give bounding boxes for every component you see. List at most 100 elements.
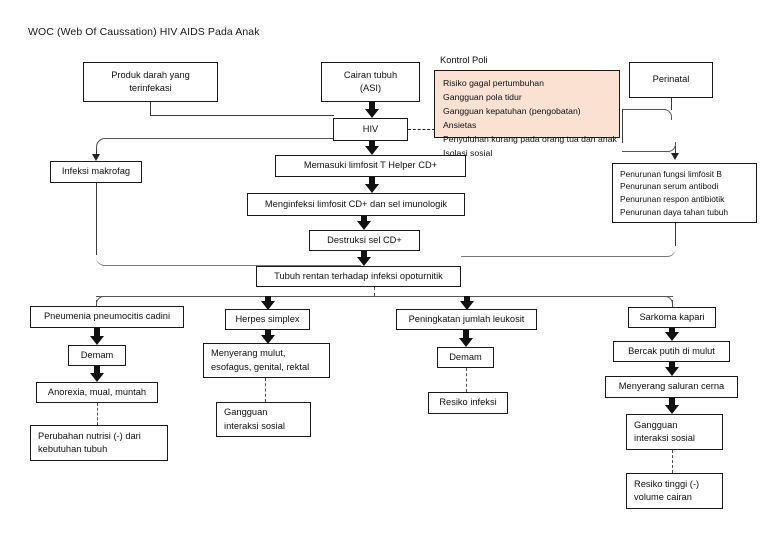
- node-infeksi-makrofag[interactable]: Infeksi makrofag: [50, 161, 142, 183]
- conn-perinatal-elbow: [622, 109, 672, 120]
- node-peningkatan-leukosit-label: Peningkatan jumlah leukosit: [408, 313, 525, 324]
- kontrol-poli-box[interactable]: Risiko gagal pertumbuhan Gangguan pola t…: [434, 70, 620, 158]
- node-menginfeksi-limfosit-label: Menginfeksi limfosit CD+ dan sel imunolo…: [264, 198, 448, 209]
- arrow-herpes-to-menyerang: [260, 330, 276, 344]
- node-anorexia[interactable]: Anorexia, mual, muntah: [36, 382, 158, 403]
- arrow-bercak-to-saluran: [664, 362, 680, 376]
- node-menyerang-mulut[interactable]: Menyerang mulut, esofagus, genital, rekt…: [203, 343, 330, 378]
- node-cairan-tubuh-label: Cairan tubuh (ASI): [343, 69, 398, 93]
- node-tubuh-rentan[interactable]: Tubuh rentan terhadap infeksi opoturniti…: [256, 266, 461, 287]
- node-produk-darah-label: Produk darah yang terinfekasi: [111, 69, 190, 93]
- node-pneumenia[interactable]: Pneumenia pneumocitis cadini: [30, 306, 184, 328]
- conn-hiv-to-makrofag-elbow: [96, 138, 334, 150]
- conn-demam-to-resiko-dashed: [466, 368, 467, 392]
- node-tubuh-rentan-label: Tubuh rentan terhadap infeksi opoturniti…: [274, 270, 443, 281]
- node-produk-darah[interactable]: Produk darah yang terinfekasi: [83, 62, 218, 102]
- conn-produk-v: [150, 102, 152, 116]
- node-bercak-putih-label: Bercak putih di mulut: [628, 345, 715, 356]
- node-demam-mid[interactable]: Demam: [437, 347, 494, 368]
- conn-penurunan-down: [675, 223, 677, 246]
- node-resiko-tinggi[interactable]: Resiko tinggi (-) volume cairan: [626, 473, 723, 509]
- node-destruksi-sel-label: Destruksi sel CD+: [327, 234, 402, 245]
- node-demam-left[interactable]: Demam: [68, 345, 126, 366]
- node-herpes-simplex[interactable]: Herpes simplex: [225, 309, 310, 330]
- kontrol-item-2: Gangguan kepatuhan (pengobatan): [443, 106, 581, 117]
- kontrol-item-0: Risiko gagal pertumbuhan: [443, 78, 544, 88]
- conn-makrofag-v: [96, 149, 98, 155]
- penurunan-item-1: Penurunan serum antibodi: [620, 181, 719, 192]
- node-peningkatan-leukosit[interactable]: Peningkatan jumlah leukosit: [396, 309, 537, 330]
- kontrol-item-1: Gangguan pola tidur: [443, 92, 522, 103]
- arrow-hiv-to-memasuki: [364, 141, 380, 155]
- conn-tubuh-bus-drop: [374, 287, 375, 296]
- arrow-menginfeksi-to-destruksi: [356, 216, 372, 230]
- penurunan-item-2: Penurunan respon antibiotik: [620, 194, 725, 204]
- arrowhead-to-penurunan: [671, 153, 679, 160]
- node-infeksi-makrofag-label: Infeksi makrofag: [61, 166, 131, 177]
- conn-bus-drop-col1: [96, 300, 98, 306]
- arrow-memasuki-to-menginfeksi: [364, 177, 380, 193]
- conn-perinatal-to-penurunan-elbow: [622, 142, 676, 152]
- node-perubahan-nutrisi[interactable]: Perubahan nutrisi (-) dari kebutuhan tub…: [30, 425, 168, 461]
- arrow-saluran-to-gangguan: [664, 398, 680, 414]
- node-hiv-label: HIV: [362, 123, 379, 134]
- kontrol-poli-label: Kontrol Poli: [440, 55, 488, 65]
- penurunan-item-3: Penurunan daya tahan tubuh: [620, 206, 729, 217]
- conn-penurunan-in-v: [675, 146, 677, 154]
- arrow-cairan-to-hiv: [364, 102, 380, 118]
- arrow-leukosit-to-demam: [458, 330, 474, 347]
- conn-bottom-bus: [96, 296, 673, 298]
- conn-bus-drop-col4: [672, 300, 674, 307]
- node-sarkoma-kapari[interactable]: Sarkoma kapari: [628, 307, 716, 328]
- node-demam-left-label: Demam: [80, 349, 114, 360]
- arrow-bus-to-leukosit: [459, 296, 475, 310]
- node-memasuki-limfosit[interactable]: Memasuki limfosit T Helper CD+: [275, 155, 466, 177]
- conn-hiv-kontrol-dashed: [408, 129, 435, 130]
- node-resiko-infeksi-label: Resiko infeksi: [439, 397, 497, 408]
- node-resiko-tinggi-label: Resiko tinggi (-) volume cairan: [634, 478, 700, 502]
- node-sarkoma-kapari-label: Sarkoma kapari: [639, 311, 705, 322]
- arrowhead-to-makrofag: [92, 154, 100, 161]
- node-resiko-infeksi[interactable]: Resiko infeksi: [428, 392, 508, 414]
- conn-perinatal-v: [671, 98, 673, 110]
- node-pneumenia-label: Pneumenia pneumocitis cadini: [43, 311, 171, 322]
- penurunan-item-0: Penurunan fungsi limfosit B: [620, 168, 722, 179]
- node-perinatal-label: Perinatal: [652, 74, 690, 85]
- node-penurunan-imunitas[interactable]: Penurunan fungsi limfosit B Penurunan se…: [612, 163, 757, 223]
- node-anorexia-label: Anorexia, mual, muntah: [47, 386, 147, 397]
- node-hiv[interactable]: HIV: [333, 118, 408, 141]
- conn-anorexia-to-nutrisi-dashed: [97, 403, 98, 425]
- node-perinatal[interactable]: Perinatal: [629, 62, 713, 98]
- arrow-pneumenia-to-demam: [89, 328, 105, 345]
- arrow-destruksi-to-tubuh: [356, 251, 372, 266]
- kontrol-item-5: Isolasi sosial: [443, 148, 493, 159]
- node-gangguan-interaksi-4[interactable]: Gangguan interaksi sosial: [626, 414, 723, 450]
- conn-gangguan-to-resiko-dashed: [672, 450, 673, 473]
- arrow-demam-to-anorexia: [89, 366, 105, 382]
- node-destruksi-sel[interactable]: Destruksi sel CD+: [309, 230, 420, 251]
- node-memasuki-limfosit-label: Memasuki limfosit T Helper CD+: [303, 160, 438, 171]
- kontrol-item-4: Penyuluhan kurang pada orang tua dan ana…: [443, 134, 617, 145]
- page-title: WOC (Web Of Caussation) HIV AIDS Pada An…: [28, 26, 260, 38]
- node-demam-mid-label: Demam: [449, 351, 482, 362]
- conn-perinatal-down: [622, 109, 624, 143]
- node-cairan-tubuh[interactable]: Cairan tubuh (ASI): [321, 62, 420, 102]
- node-gangguan-interaksi-2-label: Gangguan interaksi sosial: [224, 407, 285, 431]
- conn-produk-h: [150, 115, 334, 117]
- node-bercak-putih[interactable]: Bercak putih di mulut: [613, 341, 730, 362]
- node-gangguan-interaksi-2[interactable]: Gangguan interaksi sosial: [216, 402, 311, 437]
- arrow-bus-to-herpes: [260, 296, 276, 310]
- node-menyerang-saluran-label: Menyerang saluran cerna: [618, 381, 725, 392]
- conn-penurunan-to-tubuh-elbow: [461, 245, 676, 257]
- node-menyerang-saluran[interactable]: Menyerang saluran cerna: [605, 376, 738, 398]
- node-gangguan-interaksi-4-label: Gangguan interaksi sosial: [634, 419, 695, 443]
- kontrol-item-3: Ansietas: [443, 120, 477, 131]
- conn-menyerang-to-gangguan-dashed: [265, 378, 266, 402]
- node-menginfeksi-limfosit[interactable]: Menginfeksi limfosit CD+ dan sel imunolo…: [247, 193, 465, 216]
- conn-makrofag-to-tubuh-elbow: [96, 253, 361, 266]
- conn-makrofag-down: [96, 183, 98, 255]
- node-perubahan-nutrisi-label: Perubahan nutrisi (-) dari kebutuhan tub…: [38, 430, 141, 454]
- arrow-sarkoma-to-bercak: [664, 328, 680, 341]
- node-menyerang-mulut-label: Menyerang mulut, esofagus, genital, rekt…: [211, 348, 310, 372]
